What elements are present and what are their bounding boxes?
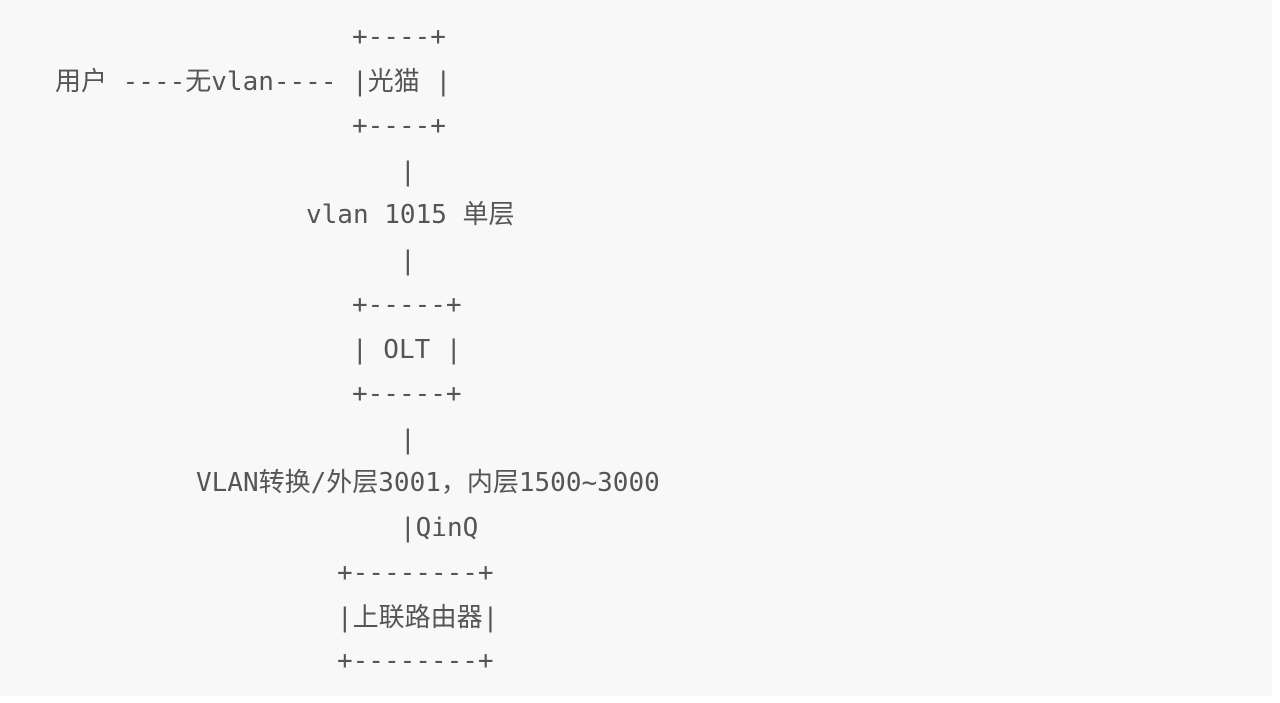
router-box-label: |上联路由器| <box>337 603 499 633</box>
vlan-translation-label: VLAN转换/外层3001，内层1500~3000 <box>196 468 660 498</box>
user-to-modem-link: 用户 ----无vlan---- |光猫 | <box>55 67 452 97</box>
qinq-link-label: |QinQ <box>400 513 479 543</box>
vlan-1015-label: vlan 1015 单层 <box>306 200 515 230</box>
modem-box-bottom-border: +----+ <box>352 111 446 141</box>
olt-box-top-border: +-----+ <box>352 290 462 320</box>
olt-box-bottom-border: +-----+ <box>352 379 462 409</box>
connector-line: | <box>400 246 416 276</box>
connector-line: | <box>400 425 416 455</box>
connector-line: | <box>400 157 416 187</box>
router-box-bottom-border: +--------+ <box>337 646 494 676</box>
olt-box-label: | OLT | <box>352 335 462 365</box>
router-box-top-border: +--------+ <box>337 558 494 588</box>
modem-box-top-border: +----+ <box>352 22 446 52</box>
